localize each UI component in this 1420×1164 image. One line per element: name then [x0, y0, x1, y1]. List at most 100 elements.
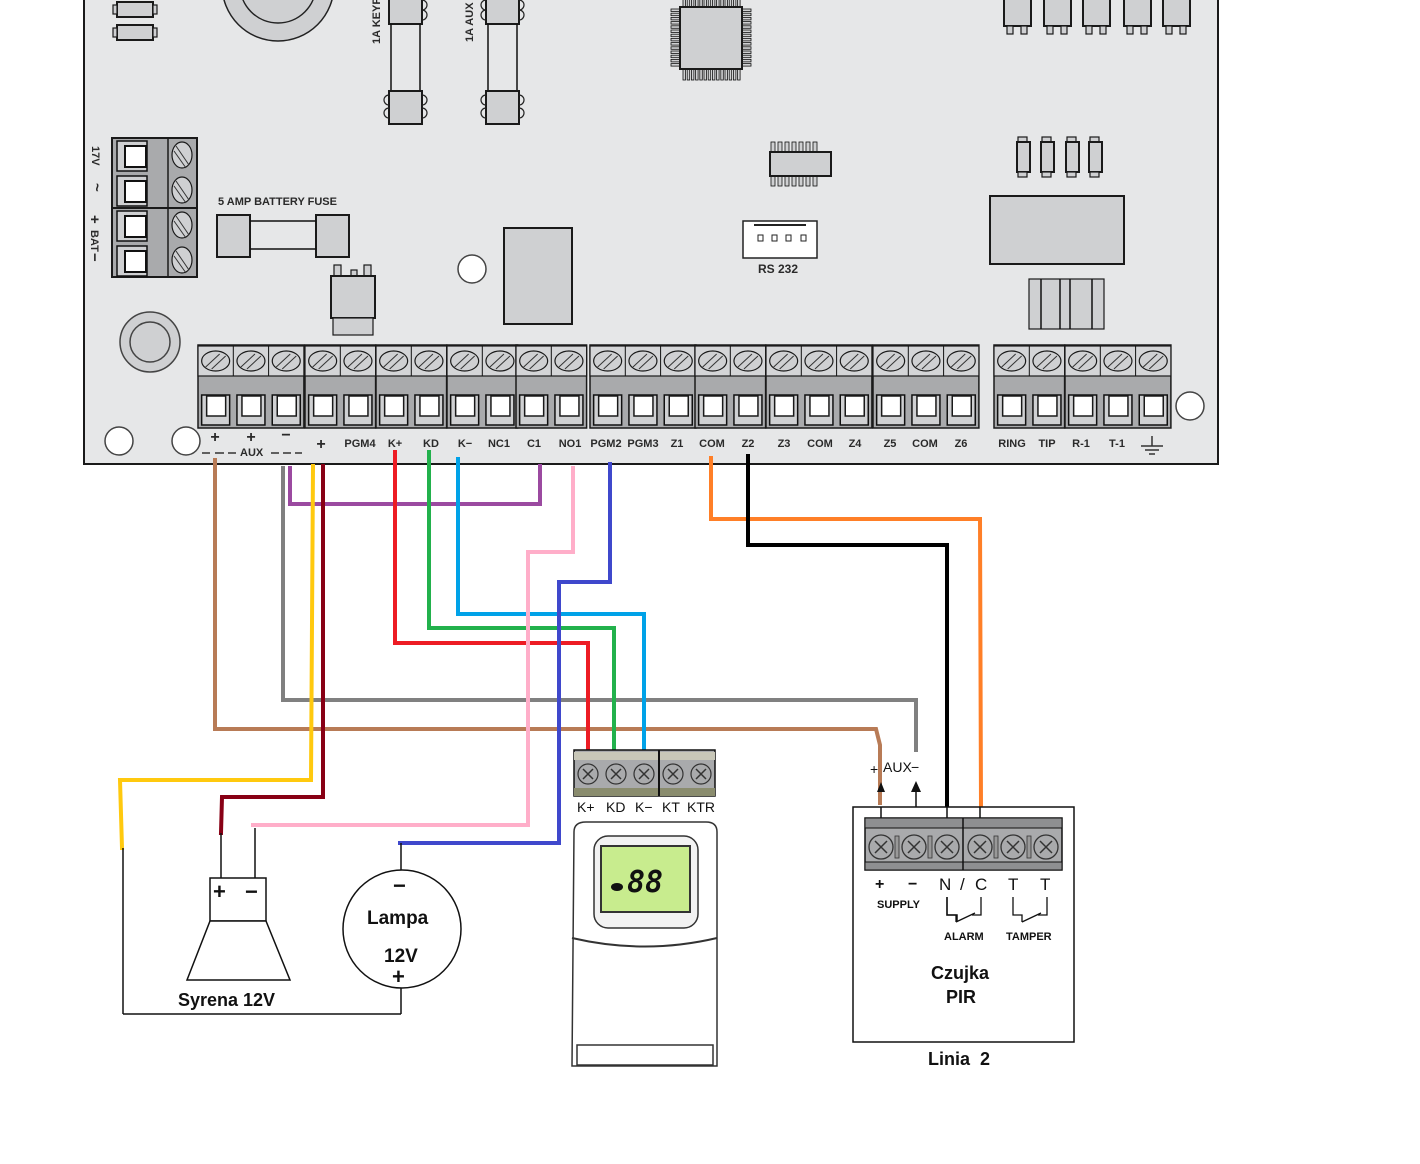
pir-detector: + AUX − + − N / C T T SUPPLY ALARM T [852, 759, 1075, 1069]
siren-terminal-box [209, 877, 267, 922]
relays-top [1003, 0, 1191, 35]
terminal-label-com1: COM [699, 438, 725, 450]
terminal-label-t1: T-1 [1109, 438, 1125, 450]
buzzer [223, 0, 333, 42]
siren-minus-label: − [245, 879, 258, 904]
terminal-label-aux-plus-2: + [246, 429, 255, 446]
aux-group-label: AUX [240, 447, 264, 459]
terminal-label-no1: NO1 [559, 438, 582, 450]
pir-terminal-label: T [1040, 875, 1050, 894]
wire-pgm2-to-lamp [398, 462, 612, 845]
keypad-fuse-label: 1A KEYPAD [371, 0, 383, 44]
keypad-terminal-block [573, 749, 716, 797]
battery-fuse-label: 5 AMP BATTERY FUSE [218, 196, 337, 208]
mounting-hole [104, 426, 134, 456]
keypad-lcd-digits: 88 [627, 865, 663, 900]
siren: + − Syrena 12V [122, 828, 401, 1015]
keypad-lcd [600, 845, 691, 913]
terminal-label-tip: TIP [1038, 438, 1055, 450]
terminal-label-k-plus: K+ [388, 438, 402, 450]
aux-fuse: 1A AUX [464, 0, 525, 125]
transformer-block [503, 227, 573, 325]
mounting-hole [1175, 391, 1205, 421]
lamp-label: Lampa [367, 908, 429, 929]
terminal-label-z4: Z4 [849, 438, 863, 450]
pir-zone-label: Linia 2 [928, 1049, 990, 1069]
keypad-terminal-label: K+ [577, 799, 595, 815]
lamp-voltage: 12V [384, 946, 418, 967]
tamper-contact-icon [1012, 897, 1048, 923]
pir-tamper-label: TAMPER [1006, 931, 1052, 943]
siren-label: Syrena 12V [178, 990, 275, 1010]
terminal-label-com3: COM [912, 438, 938, 450]
terminal-label-pgm4: PGM4 [344, 438, 376, 450]
power-label-bat: BAT [88, 230, 100, 252]
wire-kd [427, 450, 616, 752]
terminal-label-z2: Z2 [742, 438, 755, 450]
rs232-label: RS 232 [758, 262, 798, 276]
power-label-17v: 17V [89, 146, 101, 166]
power-label-bat-minus: − [86, 253, 103, 262]
terminal-label-r1: R-1 [1072, 438, 1090, 450]
diodes [1016, 136, 1103, 178]
pir-terminal-block [864, 817, 1063, 871]
surge-protector [1028, 278, 1105, 330]
wire-bell-plus-to-siren [218, 464, 325, 836]
lamp-minus-label: − [393, 873, 406, 898]
pir-alarm-label: ALARM [944, 931, 984, 943]
terminal-label-z1: Z1 [671, 438, 684, 450]
wire-k-minus [456, 457, 646, 752]
pir-aux-label: AUX [883, 759, 912, 775]
terminal-label-pgm2: PGM2 [590, 438, 621, 450]
smd-resistor [112, 1, 158, 41]
terminal-label-z6: Z6 [955, 438, 968, 450]
pir-terminal-label: C [975, 875, 987, 894]
control-panel-board: 1A KEYPAD 1A AUX 17V ~ + BAT − 5 AM [83, 0, 1219, 465]
wire-k-plus [393, 450, 590, 752]
rs232-connector: RS 232 [742, 220, 818, 276]
terminal-label-c1: C1 [527, 438, 541, 450]
keypad-terminal-label: KT [662, 799, 680, 815]
terminal-label-z5: Z5 [884, 438, 897, 450]
mounting-hole [457, 254, 487, 284]
terminal-label-bell-plus: + [316, 436, 325, 453]
wire-no1-to-siren [251, 466, 575, 827]
lamp: − Lampa 12V + [342, 843, 462, 1014]
wire-bell-plus-to-lamp [117, 463, 316, 851]
keypad-terminal-label: KD [606, 799, 625, 815]
pir-title-2: PIR [946, 987, 976, 1007]
wire-aux-minus-to-pir [281, 466, 918, 752]
terminal-label-z3: Z3 [778, 438, 791, 450]
terminal-label-aux-plus-1: + [210, 429, 219, 446]
pir-terminal-label: T [1008, 875, 1018, 894]
wire-com-to-pir [709, 456, 984, 811]
terminal-label-nc1: NC1 [488, 438, 510, 450]
pir-title-1: Czujka [931, 963, 990, 983]
pir-terminal-label: N [939, 875, 951, 894]
power-label-ac: ~ [88, 183, 105, 192]
pir-terminal-label: + [875, 876, 884, 893]
power-terminal-block [111, 137, 198, 278]
wires [117, 450, 984, 851]
mounting-hole [171, 426, 201, 456]
siren-plus-label: + [213, 879, 226, 904]
pir-aux-minus: − [911, 759, 919, 775]
pir-aux-plus: + [870, 761, 878, 777]
keypad-lcd-icon [611, 883, 623, 891]
wire-aux-minus-to-c1 [288, 464, 542, 506]
terminal-label-kd: KD [423, 438, 439, 450]
power-label-bat-plus: + [86, 215, 103, 224]
keypad-flap [576, 1044, 714, 1066]
siren-horn-icon [185, 920, 292, 981]
voltage-regulator [330, 264, 376, 336]
keypad-fuse: 1A KEYPAD [371, 0, 428, 125]
lamp-plus-label: + [392, 964, 405, 989]
terminal-label-ring: RING [998, 438, 1026, 450]
keypad-terminal-label: K− [635, 799, 653, 815]
pir-supply-label: SUPPLY [877, 899, 921, 911]
modem-transformer [989, 195, 1125, 265]
wire-aux-plus-to-pir [213, 458, 882, 805]
terminal-label-k-minus: K− [458, 438, 472, 450]
